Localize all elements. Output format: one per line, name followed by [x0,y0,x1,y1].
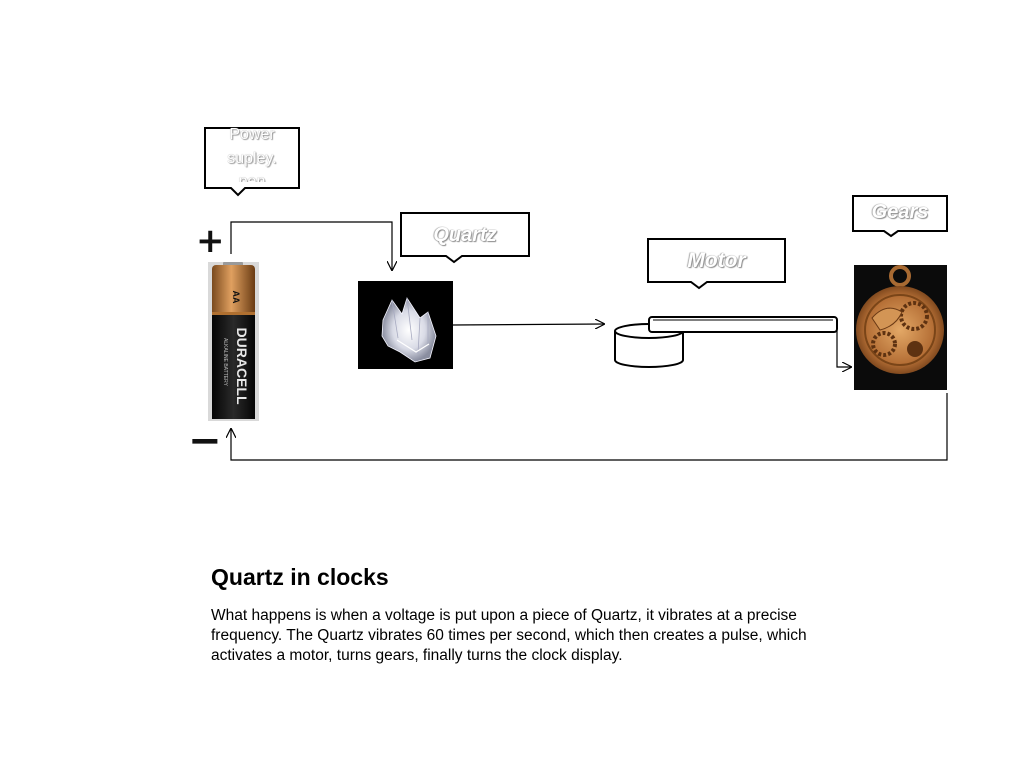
negative-terminal-sign: − [188,418,222,464]
quartz-label: Quartz [433,224,497,246]
motor-icon [614,316,838,368]
caption-title: Quartz in clocks [211,564,389,590]
battery-icon: AA DURACELL ALKALINE BATTERY [208,262,259,421]
gears-icon [854,265,947,390]
connector-gears-to-power [231,393,948,461]
quartz-crystal-icon [358,281,453,369]
power-supply-label: Power supley. pen [205,123,299,182]
positive-terminal-sign: + [196,221,225,261]
connector-motor-to-gears [836,330,851,367]
battery-type-label: ALKALINE BATTERY [222,338,228,387]
gears-label: Gears [871,201,929,223]
power-callout [204,127,300,197]
battery-brand-label: DURACELL [234,328,250,405]
power-label-line-3: pen [238,173,266,182]
battery-size-label: AA [231,291,241,304]
caption-body: What happens is when a voltage is put up… [211,607,807,664]
connector-quartz-to-motor [452,324,604,325]
motor-label: Motor [687,249,746,272]
power-label-line-1: Power [229,126,275,143]
motor-callout [647,238,786,290]
connector-power-to-quartz [230,221,392,270]
quartz-callout [400,212,530,264]
power-label-line-2: supley. [227,150,277,167]
gears-callout [852,195,948,238]
